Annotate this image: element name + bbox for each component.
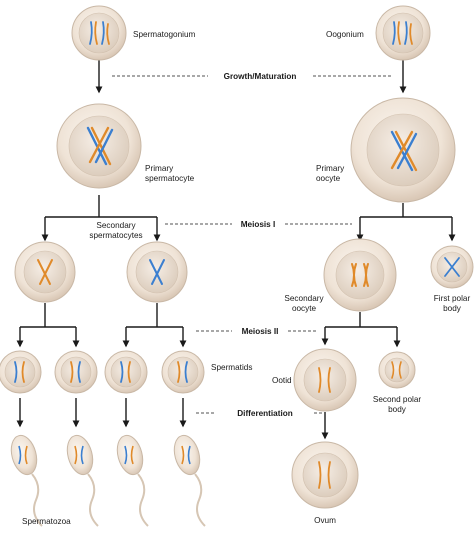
chromosomes: [318, 367, 331, 393]
chromosomes: [391, 361, 402, 379]
spermatozoon-4: [173, 434, 206, 527]
ootid-label: Ootid: [272, 376, 292, 385]
second-polar-body-cell: [378, 351, 416, 389]
stage-dashed-lines: [112, 75, 392, 414]
spermatid-1-cell: [0, 350, 42, 394]
chromosomes: [86, 126, 114, 166]
stage-meiosis1-label: Meiosis I: [241, 220, 276, 229]
chromosomes: [14, 361, 25, 383]
secondary-spermatocytes-label-2: spermatocytes: [89, 231, 142, 240]
oogonium-cell: [375, 5, 431, 61]
chromosomes: [37, 259, 53, 285]
first-polar-body-label-2: body: [443, 304, 462, 313]
chromosomes: [390, 130, 418, 172]
primary-spermatocyte-cell: [56, 103, 142, 189]
spermatozoon-2: [66, 434, 99, 527]
chromosomes: [318, 461, 331, 489]
chromosomes: [70, 361, 81, 383]
chromosomes: [444, 257, 460, 277]
secondary-spermatocytes-label-1: Secondary: [96, 221, 136, 230]
first-polar-body-label-1: First polar: [434, 294, 471, 303]
primary-spermatocyte-label-1: Primary: [145, 164, 174, 173]
connector-lines: [16, 60, 456, 440]
chromosomes: [177, 361, 188, 383]
chromosomes: [89, 21, 110, 45]
spermatozoon-1: [10, 434, 43, 527]
spermatid-4-cell: [161, 350, 205, 394]
chromosomes: [149, 259, 165, 285]
secondary-oocyte-label-2: oocyte: [292, 304, 317, 313]
spermatozoa-label: Spermatozoa: [22, 517, 71, 526]
oogonium-label: Oogonium: [326, 30, 364, 39]
chromosomes: [351, 263, 369, 287]
spermatid-3-cell: [104, 350, 148, 394]
second-polar-body-label-2: body: [388, 405, 407, 414]
spermatids-label: Spermatids: [211, 363, 252, 372]
secondary-oocyte-cell: [323, 238, 397, 312]
primary-oocyte-label-2: oocyte: [316, 174, 341, 183]
spermatozoon-3: [116, 434, 149, 527]
ootid-cell: [293, 348, 357, 412]
spermatogonium-label: Spermatogonium: [133, 30, 196, 39]
primary-oocyte-label-1: Primary: [316, 164, 345, 173]
chromosomes: [392, 21, 413, 45]
stage-growth-label: Growth/Maturation: [224, 72, 297, 81]
spermatid-2-cell: [54, 350, 98, 394]
spermatogonium-cell: [71, 5, 127, 61]
primary-oocyte-cell: [350, 97, 456, 203]
secondary-spermatocyte-right-cell: [126, 241, 188, 303]
ovum-cell: [291, 441, 359, 509]
first-polar-body-cell: [430, 245, 474, 289]
ovum-label: Ovum: [314, 516, 336, 525]
secondary-oocyte-label-1: Secondary: [284, 294, 324, 303]
chromosomes: [120, 361, 131, 383]
secondary-spermatocyte-left-cell: [14, 241, 76, 303]
second-polar-body-label-1: Second polar: [373, 395, 422, 404]
primary-spermatocyte-label-2: spermatocyte: [145, 174, 195, 183]
stage-differentiation-label: Differentiation: [237, 409, 293, 418]
stage-meiosis2-label: Meiosis II: [242, 327, 279, 336]
